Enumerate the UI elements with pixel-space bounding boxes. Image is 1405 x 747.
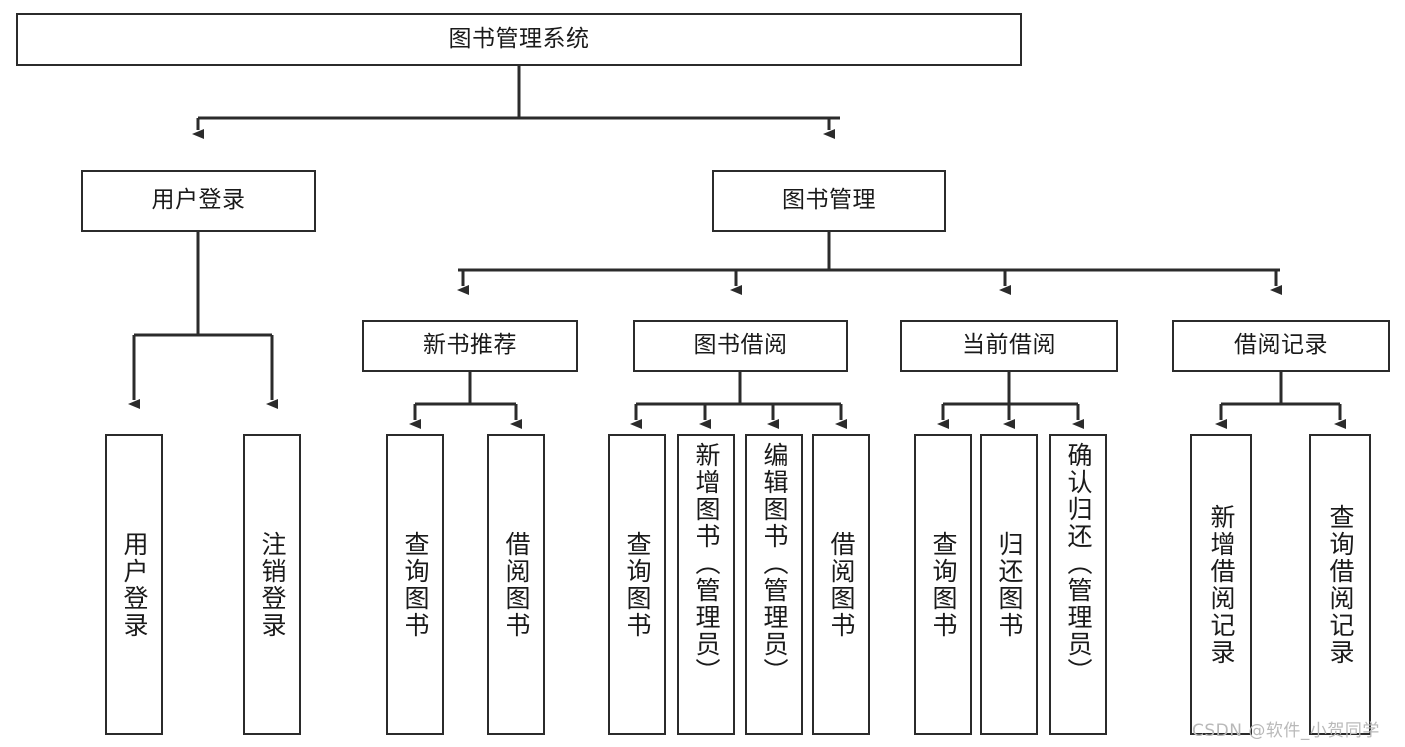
node-leaf-user-logout[interactable]: 注销登录: [243, 434, 301, 735]
node-leaf-rec-borrow[interactable]: 借阅图书: [487, 434, 545, 735]
node-leaf-cb-confirm[interactable]: 确认归还（管理员）: [1049, 434, 1107, 735]
node-leaf-bb-query[interactable]: 查询图书: [608, 434, 666, 735]
csdn-watermark: CSDN @软件_小贺同学: [1192, 721, 1380, 741]
node-leaf-cb-return[interactable]: 归还图书: [980, 434, 1038, 735]
node-leaf-br-query[interactable]: 查询借阅记录: [1309, 434, 1371, 735]
node-leaf-bb-add[interactable]: 新增图书（管理员）: [677, 434, 735, 735]
node-book-manage[interactable]: 图书管理: [712, 170, 946, 232]
node-leaf-rec-query[interactable]: 查询图书: [386, 434, 444, 735]
node-leaf-bb-borrow[interactable]: 借阅图书: [812, 434, 870, 735]
node-new-book-rec[interactable]: 新书推荐: [362, 320, 578, 372]
node-current-borrow[interactable]: 当前借阅: [900, 320, 1118, 372]
node-leaf-user-login[interactable]: 用户登录: [105, 434, 163, 735]
node-borrow-record[interactable]: 借阅记录: [1172, 320, 1390, 372]
node-leaf-bb-edit[interactable]: 编辑图书（管理员）: [745, 434, 803, 735]
node-leaf-cb-query[interactable]: 查询图书: [914, 434, 972, 735]
node-user-login[interactable]: 用户登录: [81, 170, 316, 232]
node-leaf-br-add[interactable]: 新增借阅记录: [1190, 434, 1252, 735]
node-root[interactable]: 图书管理系统: [16, 13, 1022, 66]
node-book-borrow[interactable]: 图书借阅: [633, 320, 848, 372]
